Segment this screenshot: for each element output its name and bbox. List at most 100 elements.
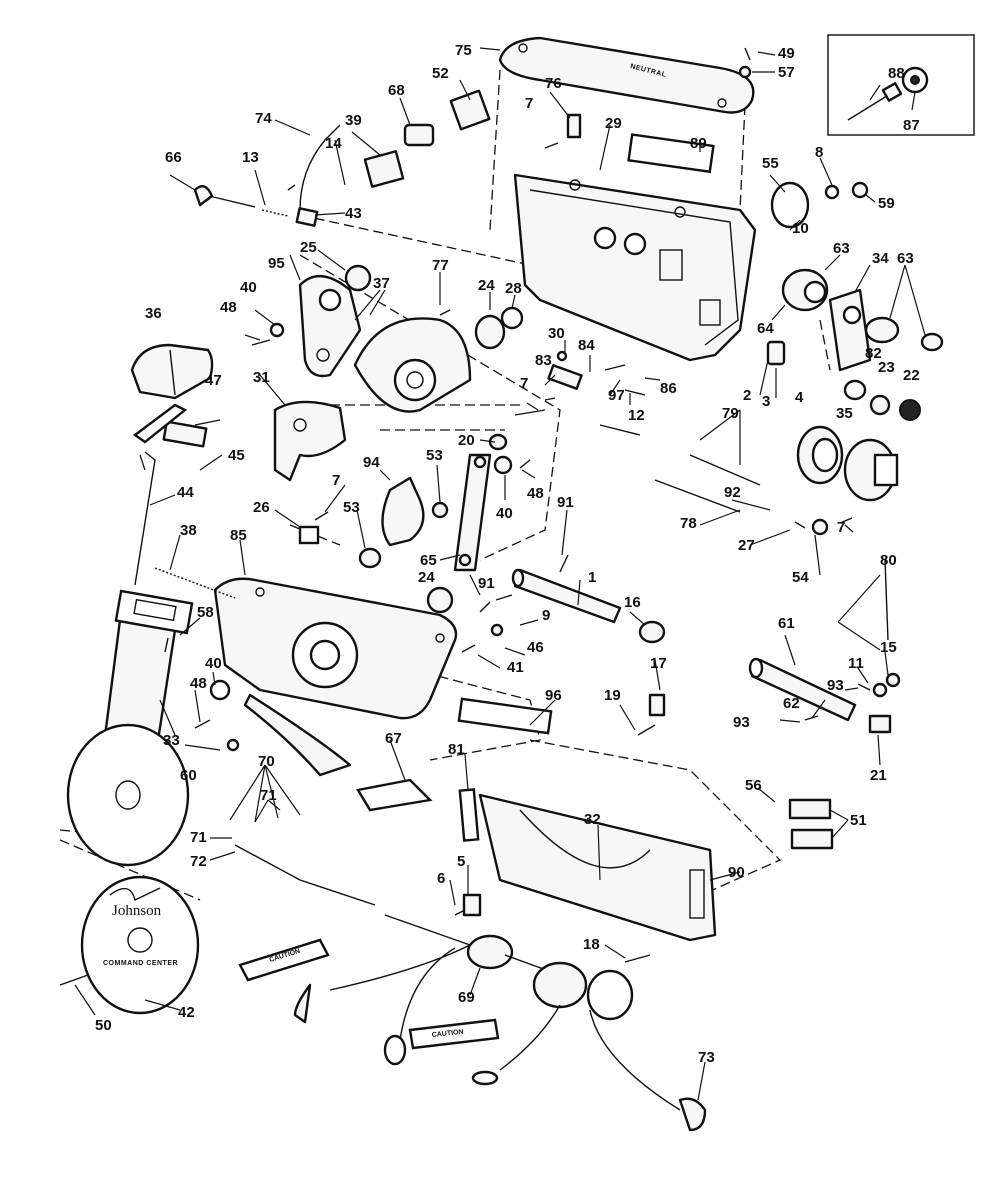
callout-51: 51 (850, 812, 867, 829)
part-89-label (627, 133, 715, 174)
callout-7-c: 7 (332, 472, 340, 489)
callout-48-b: 48 (527, 485, 544, 502)
callout-17: 17 (650, 655, 667, 672)
callout-45: 45 (228, 447, 245, 464)
callout-7-d: 7 (837, 519, 845, 536)
callout-71-b: 71 (190, 829, 207, 846)
callout-62: 62 (783, 695, 800, 712)
callout-84: 84 (578, 337, 595, 354)
callout-91-b: 91 (478, 575, 495, 592)
callout-21: 21 (870, 767, 887, 784)
part-1-shaft (511, 568, 622, 624)
part-69-wiring-harness (234, 844, 707, 1132)
part-35-gauge (843, 438, 899, 502)
callout-43: 43 (345, 205, 362, 222)
callout-87: 87 (903, 117, 920, 134)
callout-12: 12 (628, 407, 645, 424)
callout-72: 72 (190, 853, 207, 870)
leader-lines (74, 47, 926, 1101)
callout-36: 36 (145, 305, 162, 322)
callout-80: 80 (880, 552, 897, 569)
callout-88: 88 (888, 65, 905, 82)
callout-81: 81 (448, 741, 465, 758)
callout-11: 11 (848, 655, 864, 672)
callout-94: 94 (363, 454, 380, 471)
callout-3: 3 (762, 393, 770, 410)
plate-subtitle-text: COMMAND CENTER (103, 960, 178, 967)
callout-31: 31 (253, 369, 270, 386)
part-34-bracket (828, 288, 872, 372)
callout-37: 37 (373, 275, 390, 292)
callout-34: 34 (872, 250, 889, 267)
callout-8: 8 (815, 144, 823, 161)
callout-75: 75 (455, 42, 472, 59)
callout-66: 66 (165, 149, 182, 166)
part-13-spring (261, 209, 289, 217)
callout-71-a: 71 (260, 787, 277, 804)
part-36-cap (130, 343, 214, 400)
plate-brand-text: Johnson (112, 903, 162, 919)
part-33-control-handle (66, 589, 194, 867)
callout-73: 73 (698, 1049, 715, 1066)
part-66-bolt (204, 194, 256, 208)
part-96-label (457, 697, 553, 735)
callout-32: 32 (584, 811, 601, 828)
part-47-strip (132, 403, 188, 444)
callout-18: 18 (583, 936, 600, 953)
callout-65: 65 (420, 552, 437, 569)
callout-4: 4 (795, 389, 804, 406)
callout-22: 22 (903, 367, 920, 384)
callout-28: 28 (505, 280, 522, 297)
callout-5: 5 (457, 853, 465, 870)
callout-2: 2 (743, 387, 751, 404)
callout-67: 67 (385, 730, 402, 747)
part-37-cam-plate (353, 317, 472, 413)
callout-39: 39 (345, 112, 362, 129)
svg-text:CAUTION: CAUTION (431, 1029, 463, 1039)
callout-23: 23 (878, 359, 895, 376)
callout-91-a: 91 (557, 494, 574, 511)
callout-55: 55 (762, 155, 779, 172)
callout-82: 82 (865, 345, 882, 362)
part-63-key (920, 332, 944, 352)
callout-61: 61 (778, 615, 795, 632)
callout-20: 20 (458, 432, 475, 449)
callout-14: 14 (325, 135, 342, 152)
callout-48-c: 48 (190, 675, 207, 692)
callout-63-b: 63 (897, 250, 914, 267)
callout-49: 49 (778, 45, 795, 62)
callout-93-a: 93 (827, 677, 844, 694)
callout-56: 56 (745, 777, 762, 794)
callout-95: 95 (268, 255, 285, 272)
part-74-linkage (299, 124, 341, 211)
callout-74: 74 (255, 110, 272, 127)
callout-57: 57 (778, 64, 795, 81)
callout-27: 27 (738, 537, 755, 554)
callout-9: 9 (542, 607, 550, 624)
callout-64: 64 (757, 320, 774, 337)
callout-63-a: 63 (833, 240, 850, 257)
callout-25: 25 (300, 239, 317, 256)
callout-40-b: 40 (496, 505, 513, 522)
callout-7-b: 7 (520, 375, 528, 392)
part-44-rod (134, 451, 156, 586)
callout-79: 79 (722, 405, 739, 422)
callout-76: 76 (545, 75, 562, 92)
callout-89: 89 (690, 135, 707, 152)
callout-1: 1 (588, 569, 596, 586)
part-67-strap (356, 778, 433, 812)
part-81-strip (458, 788, 480, 842)
callout-90: 90 (728, 864, 745, 881)
screws (59, 47, 889, 986)
callout-35: 35 (836, 405, 853, 422)
callout-44: 44 (177, 484, 194, 501)
small-hardware (209, 65, 944, 917)
callout-42: 42 (178, 1004, 195, 1021)
callout-29: 29 (605, 115, 622, 132)
part-63-ignition-switch (781, 268, 829, 312)
callout-93-b: 93 (733, 714, 750, 731)
part-29-main-housing (513, 173, 757, 362)
callout-33: 33 (163, 732, 180, 749)
callout-16: 16 (624, 594, 641, 611)
